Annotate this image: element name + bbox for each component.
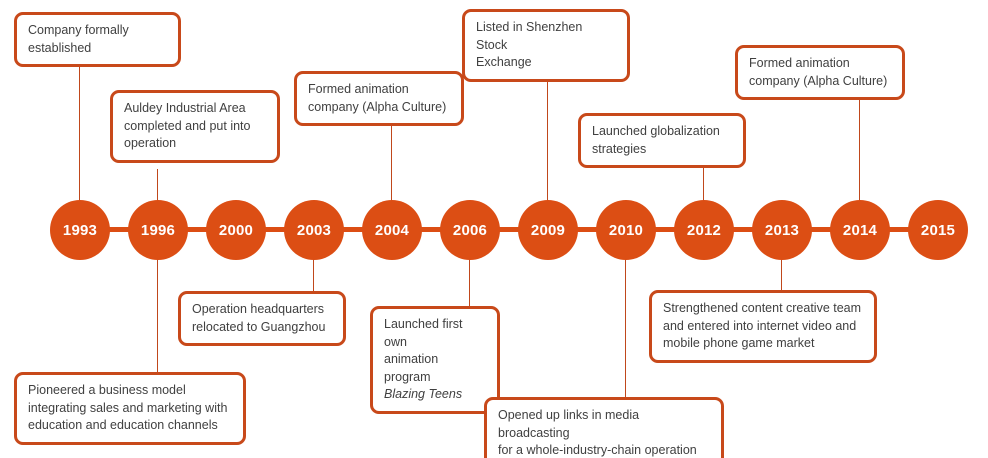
connector-2009-up xyxy=(547,60,548,203)
callout-line: Listed in Shenzhen Stock xyxy=(476,20,583,52)
timeline-node-2010[interactable]: 2010 xyxy=(596,200,656,260)
axis-segment xyxy=(108,227,130,232)
callout-line: Strengthened content creative team xyxy=(663,301,862,315)
axis-segment xyxy=(654,227,676,232)
callout-line: and entered into internet video and xyxy=(663,318,857,333)
callout-line: strategies xyxy=(592,141,647,156)
axis-segment xyxy=(186,227,208,232)
axis-segment xyxy=(888,227,910,232)
callout-line: Auldey Industrial Area xyxy=(124,101,246,115)
timeline-node-1996[interactable]: 1996 xyxy=(128,200,188,260)
timeline-node-2012[interactable]: 2012 xyxy=(674,200,734,260)
node-label: 2006 xyxy=(452,221,488,239)
connector-2012-up xyxy=(703,160,704,203)
timeline-node-1993[interactable]: 1993 xyxy=(50,200,110,260)
callout-line: completed and put into xyxy=(124,118,251,133)
callout-line: Launched globalization xyxy=(592,124,720,138)
connector-2004-up xyxy=(391,126,392,203)
node-label: 1996 xyxy=(140,221,176,239)
connector-2006-down xyxy=(469,257,470,307)
timeline-node-2004[interactable]: 2004 xyxy=(362,200,422,260)
callout-line: Operation headquarters xyxy=(192,302,325,316)
timeline-node-2006[interactable]: 2006 xyxy=(440,200,500,260)
connector-2014-up xyxy=(859,95,860,203)
callout-2010-opened-up-links[interactable]: Opened up links in media broadcasting fo… xyxy=(484,397,724,458)
timeline-node-2009[interactable]: 2009 xyxy=(518,200,578,260)
callout-1996-pioneered-business-model[interactable]: Pioneered a business model integrating s… xyxy=(14,372,246,445)
connector-1996-down xyxy=(157,257,158,372)
callout-line: mobile phone game market xyxy=(663,336,815,350)
axis-segment xyxy=(732,227,754,232)
node-label: 2009 xyxy=(530,221,566,239)
callout-line: Exchange xyxy=(476,55,532,69)
timeline-node-2013[interactable]: 2013 xyxy=(752,200,812,260)
timeline-node-2014[interactable]: 2014 xyxy=(830,200,890,260)
timeline-node-2000[interactable]: 2000 xyxy=(206,200,266,260)
callout-line: company (Alpha Culture) xyxy=(308,99,447,114)
node-label: 2012 xyxy=(686,221,722,239)
callout-line: company (Alpha Culture) xyxy=(749,73,888,88)
axis-segment xyxy=(498,227,520,232)
callout-1993-company-established[interactable]: Company formally established xyxy=(14,12,181,67)
callout-2004-formed-animation-company[interactable]: Formed animation company (Alpha Culture) xyxy=(294,71,464,126)
callout-line-italic: Blazing Teens xyxy=(384,386,487,404)
callout-2006-launched-first-animation-program[interactable]: Launched first own animation program Bla… xyxy=(370,306,500,414)
callout-2014-formed-animation-company[interactable]: Formed animation company (Alpha Culture) xyxy=(735,45,905,100)
callout-line: Pioneered a business model xyxy=(28,383,186,397)
callout-line: Formed animation xyxy=(749,56,850,70)
callout-line: animation program xyxy=(384,352,439,384)
callout-2013-strengthened-content[interactable]: Strengthened content creative team and e… xyxy=(649,290,877,363)
callout-1996-auldey-industrial-area[interactable]: Auldey Industrial Area completed and put… xyxy=(110,90,280,163)
connector-2003-down xyxy=(313,257,314,292)
node-label: 2004 xyxy=(374,221,410,239)
connector-2010-down xyxy=(625,257,626,397)
program-title: Blazing Teens xyxy=(384,387,463,401)
node-label: 2015 xyxy=(920,221,956,239)
callout-line: for a whole-industry-chain operation xyxy=(498,443,697,457)
callout-line: Opened up links in media broadcasting xyxy=(498,408,640,440)
axis-segment xyxy=(810,227,832,232)
axis-segment xyxy=(576,227,598,232)
axis-segment xyxy=(342,227,364,232)
callout-line: operation xyxy=(124,136,177,150)
callout-line: education and education channels xyxy=(28,418,218,432)
callout-line: integrating sales and marketing with xyxy=(28,400,228,415)
node-label: 2013 xyxy=(764,221,800,239)
node-label: 2014 xyxy=(842,221,878,239)
connector-1996-up xyxy=(157,169,158,203)
callout-line: Formed animation xyxy=(308,82,409,96)
connector-2013-down xyxy=(781,257,782,290)
node-label: 2010 xyxy=(608,221,644,239)
callout-2012-launched-globalization[interactable]: Launched globalization strategies xyxy=(578,113,746,168)
connector-1993-up xyxy=(79,58,80,203)
callout-line: Company formally xyxy=(28,23,129,37)
axis-segment xyxy=(264,227,286,232)
callout-line: relocated to Guangzhou xyxy=(192,319,326,334)
node-label: 1993 xyxy=(62,221,98,239)
timeline-node-2003[interactable]: 2003 xyxy=(284,200,344,260)
axis-segment xyxy=(420,227,442,232)
node-label: 2000 xyxy=(218,221,254,239)
node-label: 2003 xyxy=(296,221,332,239)
timeline-node-2015[interactable]: 2015 xyxy=(908,200,968,260)
callout-2003-operation-headquarters[interactable]: Operation headquarters relocated to Guan… xyxy=(178,291,346,346)
callout-line: established xyxy=(28,40,92,55)
callout-2009-listed-shenzhen-stock-exchange[interactable]: Listed in Shenzhen Stock Exchange xyxy=(462,9,630,82)
callout-line: Launched first own xyxy=(384,317,463,349)
